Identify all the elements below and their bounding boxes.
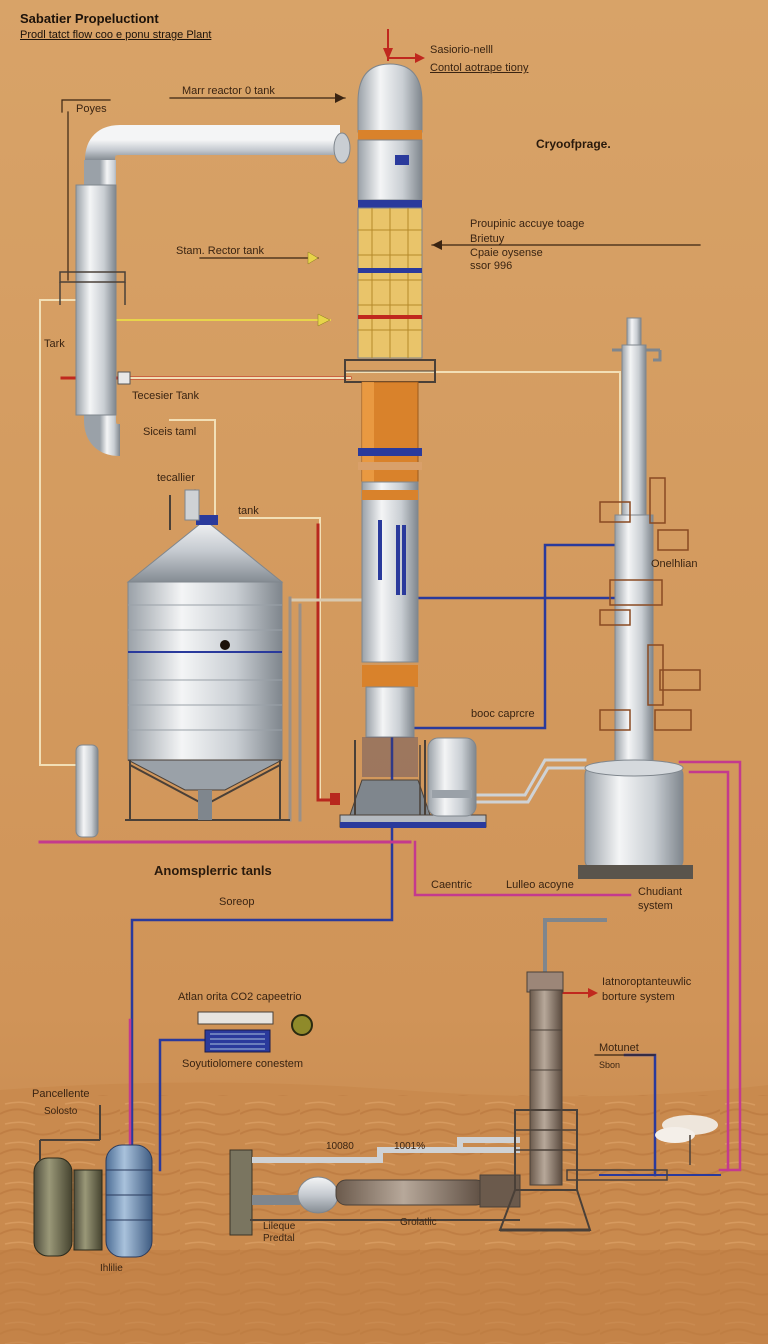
label-stam-reactor: Stam. Rector tank	[176, 245, 265, 257]
ground-strip	[0, 1250, 768, 1344]
label-soreop: Soreop	[219, 896, 255, 908]
label-bottom: Ihlilie	[100, 1263, 123, 1274]
left-vertical-pipe	[59, 125, 351, 456]
label-tark: Tark	[44, 338, 65, 350]
label-lafonoph-1: Iatnoroptanteuwlic	[602, 976, 692, 988]
label-grolatio: Grolatlic	[400, 1217, 437, 1228]
label-top-right-1: Sasiorio-nelll	[430, 44, 493, 56]
label-booc-capre: booc caprcre	[471, 708, 535, 720]
diagram-title: Sabatier Propeluctiont	[20, 11, 159, 26]
main-reactor-column	[330, 63, 487, 828]
label-pipes: Poyes	[76, 103, 107, 115]
label-motuniet-2: Sbon	[599, 1060, 621, 1070]
label-siceis-tank: Siceis taml	[143, 426, 197, 438]
label-lafonoph-2: borture system	[602, 991, 675, 1003]
label-propellant-2: Brietuy	[470, 233, 505, 245]
label-chudiant-2: system	[638, 900, 673, 912]
label-pancellieute-2: Solosto	[44, 1106, 78, 1117]
ground-tanks	[33, 1105, 153, 1258]
label-liquid-2: Predtal	[263, 1233, 295, 1244]
label-tecesier-tank: Tecesier Tank	[132, 390, 200, 402]
label-chudiant-1: Chudiant	[638, 886, 683, 898]
label-top-right-2: Contol aotrape tiony	[430, 62, 529, 74]
arrow-heads	[307, 48, 598, 998]
diagram-subtitle: Prodl tatct flow coo e ponu strage Plant	[20, 29, 212, 41]
label-atmospheric-tanks: Anomsplerric tanls	[154, 863, 272, 878]
label-tecallier: tecallier	[157, 472, 195, 484]
bottom-tower	[498, 971, 668, 1232]
label-propellant-4: ssor 996	[470, 260, 513, 272]
right-distillation-tower	[578, 317, 701, 879]
label-motuniet-1: Motunet	[599, 1042, 639, 1054]
horizontal-process-line	[229, 1137, 521, 1236]
label-onelhlian: Onelhlian	[651, 558, 698, 570]
label-tank: tank	[238, 505, 259, 517]
label-caentric: Caentric	[431, 879, 472, 891]
co2-capture-unit	[197, 1011, 313, 1053]
label-propellant-1: Proupinic accuye toage	[470, 218, 585, 230]
label-value-2: 1001%	[394, 1141, 426, 1152]
label-lulleo-acoyne: Lulleo acoyne	[506, 879, 574, 891]
label-liquid-1: Lileque	[263, 1221, 296, 1232]
atmospheric-silo-tank	[75, 489, 290, 838]
label-propellant-3: Cpaie oysense	[470, 247, 543, 259]
label-atlant-co2: Atlan orita CO2 capeetrio	[178, 991, 302, 1003]
label-soputionmere: Soyutiolomere conestem	[182, 1058, 304, 1070]
boil-capture-tank	[419, 737, 477, 817]
label-cryostorage: Cryoofprage.	[536, 137, 611, 151]
dust-plume	[655, 1115, 718, 1165]
label-value-1: 10080	[326, 1141, 354, 1152]
label-main-reactor: Marr reactor 0 tank	[182, 85, 275, 97]
label-pancellieute-1: Pancellente	[32, 1088, 90, 1100]
